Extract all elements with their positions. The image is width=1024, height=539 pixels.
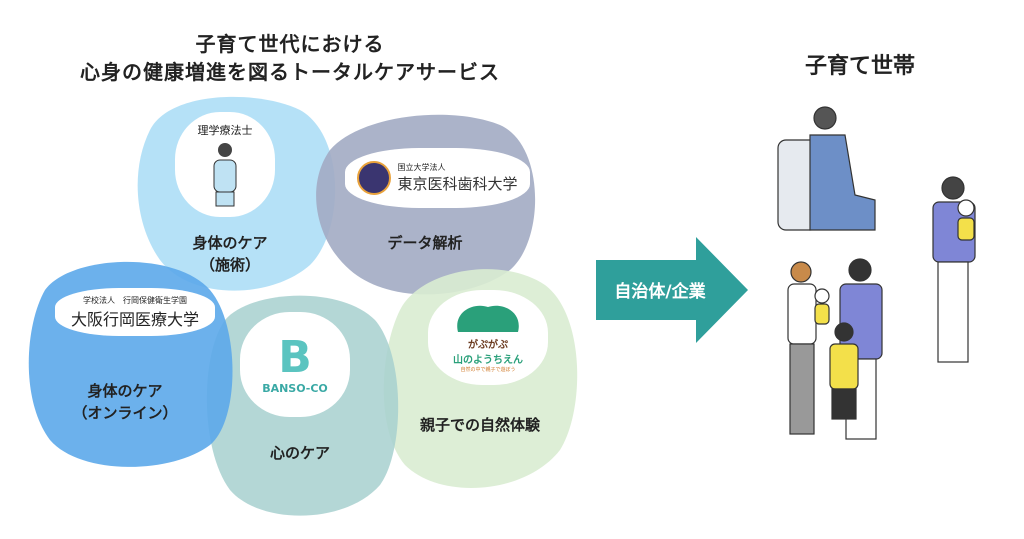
label-data-analysis: データ解析 — [365, 232, 485, 254]
tmdu-logo-card: 国立大学法人東京医科歯科大学 — [345, 148, 530, 208]
label-line: データ解析 — [387, 234, 463, 252]
title-line-1: 子育て世代における — [195, 32, 385, 56]
physical-therapist-card: 理学療法士 — [175, 112, 275, 217]
arrow-label: 自治体/企業 — [614, 282, 706, 302]
label-mental-care: 心のケア — [245, 442, 355, 464]
card-label: BANSO-CO — [262, 382, 328, 395]
label-line: （オンライン） — [72, 404, 178, 422]
arrow-icon — [596, 237, 748, 343]
forest-logo-icon — [457, 305, 519, 332]
yukioka-logo-card: 学校法人 行岡保健衛生学園 大阪行岡医療大学 — [55, 288, 215, 336]
card-small: 自然の中で親子で遊ぼう — [460, 367, 516, 373]
page-title: 子育て世代における 心身の健康増進を図るトータルケアサービス — [40, 30, 540, 86]
bansoco-mark-icon: B — [278, 332, 312, 383]
university-seal-icon — [357, 161, 392, 195]
card-label: がぷがぷ — [468, 340, 508, 351]
card-label: 理学療法士 — [197, 123, 253, 137]
label-line: （施術） — [199, 256, 260, 274]
therapist-illustration-icon — [213, 142, 237, 206]
card-label: 東京医科歯科大学 — [397, 175, 518, 193]
card-small: 学校法人 行岡保健衛生学園 — [83, 295, 187, 305]
family-title: 子育て世帯 — [804, 54, 915, 79]
bansoco-logo-card: B BANSO-CO — [240, 312, 350, 417]
gapugapu-logo-card: がぷがぷ 山のようちえん 自然の中で親子で遊ぼう — [428, 290, 548, 385]
title-line-2: 心身の健康増進を図るトータルケアサービス — [80, 60, 500, 84]
card-small: 国立大学法人 — [397, 163, 446, 172]
label-nature-experience: 親子での自然体験 — [405, 414, 555, 436]
label-line: 身体のケア — [87, 382, 163, 400]
label-line: 身体のケア — [192, 234, 268, 252]
card-label: 大阪行岡医療大学 — [70, 309, 199, 329]
family-illustration-icon — [777, 106, 976, 440]
label-line: 心のケア — [269, 444, 330, 462]
label-online-care: 身体のケア （オンライン） — [60, 380, 190, 424]
label-physical-care: 身体のケア （施術） — [170, 232, 290, 276]
label-line: 親子での自然体験 — [419, 416, 540, 434]
card-label: 山のようちえん — [453, 355, 523, 366]
